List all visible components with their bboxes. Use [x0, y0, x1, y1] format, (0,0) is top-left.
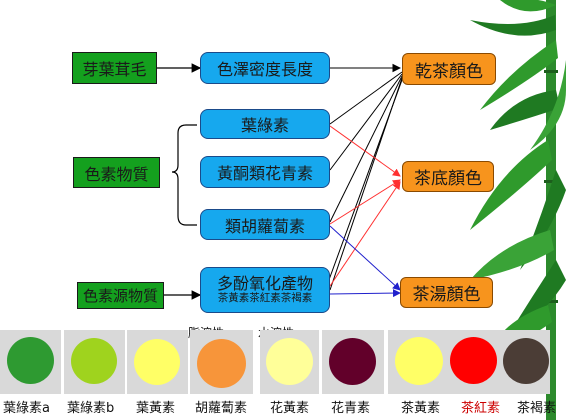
- swatch-chlorophyll-a: [7, 337, 54, 384]
- line-flavonoid-to-dry: [329, 73, 403, 171]
- label-xanthophyll: 葉黃素: [136, 401, 176, 416]
- box-leaf-bud: 芽葉茸毛: [72, 52, 157, 84]
- box-dry-tea: 乾茶顏色: [402, 53, 496, 85]
- line-carotenoid-to-infused: [329, 179, 401, 225]
- swatch-anthocyanin: [329, 338, 376, 385]
- swatch-chlorophyll-b: [71, 338, 117, 384]
- box-carotenoids: 類胡蘿蔔素: [200, 209, 330, 240]
- box-leaf-bud-label: 芽葉茸毛: [82, 60, 147, 79]
- box-dry-tea-label: 乾茶顏色: [415, 61, 483, 82]
- label-chlorophyll-b: 葉綠素b: [67, 401, 115, 416]
- label-thearubigin: 茶紅素: [461, 401, 501, 416]
- box-pigments-label: 色素物質: [84, 164, 149, 184]
- box-infused-leaf-label: 茶底顏色: [414, 169, 482, 189]
- line-carotenoid-to-dry: [329, 75, 403, 223]
- box-polyphenol-label: 多酚氧化產物: [216, 274, 313, 294]
- box-flavonoids: 黃酮類花青素: [200, 156, 330, 188]
- swatch-xanthophyll: [134, 339, 180, 385]
- label-anthocyanin: 花青素: [331, 401, 371, 416]
- swatch-carotene: [197, 339, 246, 388]
- line-chlorophyll-to-dry: [329, 71, 403, 125]
- label-chlorophyll-a: 葉綠素a: [3, 401, 50, 416]
- label-carotene: 胡蘿蔔素: [195, 401, 248, 416]
- box-polyphenol-sublabel: 茶黃素茶紅素茶褐素: [217, 291, 313, 304]
- box-color-density-label: 色澤密度長度: [216, 60, 313, 79]
- label-theabrownin: 茶褐素: [517, 401, 557, 416]
- line-polyphenol-to-infused: [329, 181, 401, 287]
- box-pigments: 色素物質: [73, 157, 160, 188]
- box-liquor-label: 茶湯顏色: [412, 285, 481, 305]
- swatch-theabrownin: [503, 338, 549, 384]
- swatch-flavone: [266, 338, 313, 385]
- line-carotenoid-to-liquor: [329, 225, 401, 291]
- box-liquor: 茶湯顏色: [400, 277, 493, 308]
- line-polyphenol-to-dry-2: [325, 79, 403, 289]
- box-carotenoids-label: 類胡蘿蔔素: [224, 216, 305, 236]
- box-chlorophyll-label: 葉綠素: [240, 116, 289, 135]
- box-polyphenol: 多酚氧化產物 茶黃素茶紅素茶褐素: [200, 267, 330, 313]
- box-color-density: 色澤密度長度: [200, 52, 330, 84]
- box-chlorophyll: 葉綠素: [200, 109, 330, 139]
- label-flavone: 花黃素: [270, 401, 310, 416]
- box-flavonoids-label: 黃酮類花青素: [216, 164, 313, 183]
- label-theaflavin: 茶黃素: [401, 401, 441, 416]
- line-polyphenol-to-liquor: [329, 289, 401, 298]
- box-precursors-label: 色素源物質: [82, 287, 158, 305]
- swatch-theaflavin: [395, 337, 443, 385]
- line-chlorophyll-to-infused: [329, 125, 401, 177]
- pigment-bracket: [171, 124, 197, 226]
- box-precursors: 色素源物質: [77, 282, 164, 309]
- box-infused-leaf: 茶底顏色: [402, 161, 494, 192]
- swatch-thearubigin: [450, 337, 497, 384]
